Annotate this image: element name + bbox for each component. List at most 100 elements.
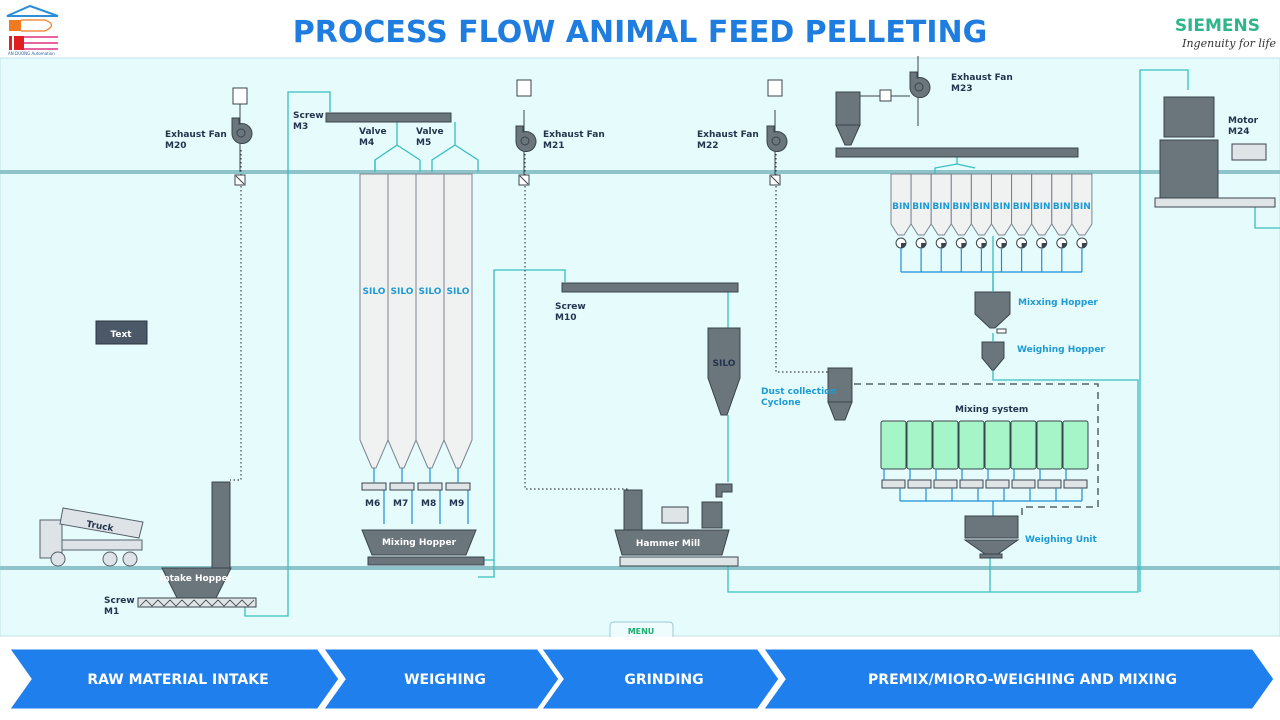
mixing-tank-8[interactable] — [1062, 420, 1089, 501]
nav-step-2[interactable]: WEIGHING — [319, 646, 562, 712]
svg-text:Hammer Mill: Hammer Mill — [636, 539, 700, 549]
bin-4[interactable]: BIN — [950, 173, 972, 272]
page-title: PROCESS FLOW ANIMAL FEED PELLETING — [293, 15, 988, 50]
svg-text:SILO: SILO — [419, 287, 442, 297]
nav-step-1[interactable]: RAW MATERIAL INTAKE — [5, 646, 342, 712]
weighing-unit[interactable] — [963, 515, 1020, 559]
svg-text:BIN: BIN — [952, 202, 970, 212]
bin-2[interactable]: BIN — [910, 173, 932, 272]
bin-1[interactable]: BIN — [890, 173, 912, 272]
screw-m3[interactable] — [325, 112, 452, 123]
svg-text:Exhaust Fan: Exhaust Fan — [951, 73, 1013, 83]
silo-right[interactable] — [707, 327, 741, 416]
cyclone-m23 — [835, 89, 910, 146]
mixing-tank-6[interactable] — [1010, 420, 1037, 501]
nav-step-3[interactable]: GRINDING — [537, 646, 782, 712]
mixing-tank-3[interactable] — [932, 420, 959, 501]
exhaust-fan-21[interactable] — [515, 79, 537, 186]
mixing-tank-2[interactable] — [906, 420, 933, 501]
svg-text:Screw: Screw — [293, 111, 324, 121]
svg-text:RAW MATERIAL INTAKE: RAW MATERIAL INTAKE — [87, 672, 268, 688]
svg-text:M22: M22 — [697, 141, 718, 151]
svg-text:WEIGHING: WEIGHING — [404, 672, 486, 688]
line-to-m24 — [1139, 69, 1280, 592]
svg-text:BIN: BIN — [1013, 202, 1031, 212]
dust-collection-cyclone[interactable] — [827, 367, 853, 421]
text-button[interactable]: Text — [95, 320, 148, 345]
silo-4[interactable]: SILO — [443, 173, 473, 491]
svg-text:M24: M24 — [1228, 127, 1249, 137]
mixing-tank-5[interactable] — [984, 420, 1011, 501]
svg-text:Cyclone: Cyclone — [761, 398, 801, 408]
menu-tab[interactable]: MENU — [609, 621, 674, 637]
siemens-tagline: Ingenuity for life — [1181, 37, 1276, 50]
siemens-logo: SIEMENS — [1175, 16, 1260, 36]
svg-text:M10: M10 — [555, 313, 576, 323]
mixing-hopper-right[interactable] — [974, 291, 1011, 329]
exhaust-fan-22[interactable] — [766, 79, 788, 186]
silo-1[interactable]: SILO — [359, 173, 389, 491]
bin-3[interactable]: BIN — [930, 173, 952, 272]
feeder-screw[interactable] — [445, 482, 471, 491]
silo-2[interactable]: SILO — [387, 173, 417, 491]
svg-text:BIN: BIN — [1053, 202, 1071, 212]
silo-3[interactable]: SILO — [415, 173, 445, 491]
svg-text:Motor: Motor — [1228, 116, 1259, 126]
svg-text:BIN: BIN — [973, 202, 991, 212]
exhaust-fan-20[interactable] — [231, 87, 253, 186]
mixing-tank-1[interactable] — [880, 420, 907, 501]
svg-text:Text: Text — [110, 330, 132, 340]
svg-text:M4: M4 — [359, 138, 374, 148]
mixing-hopper-left[interactable] — [361, 529, 477, 556]
bin-8[interactable]: BIN — [1031, 173, 1053, 272]
dust-line-m21 — [524, 150, 628, 490]
header-bar — [0, 0, 1280, 58]
feeder-screw[interactable] — [361, 482, 387, 491]
truck[interactable]: Truck — [39, 507, 144, 567]
svg-text:BIN: BIN — [892, 202, 910, 212]
svg-text:BIN: BIN — [1033, 202, 1051, 212]
svg-text:PREMIX/MIORO-WEIGHING AND MIXI: PREMIX/MIORO-WEIGHING AND MIXING — [868, 672, 1177, 688]
svg-text:Exhaust Fan: Exhaust Fan — [165, 130, 227, 140]
svg-text:Dust collection: Dust collection — [761, 387, 837, 397]
svg-text:M3: M3 — [293, 122, 308, 132]
svg-text:AN DUONG Automation: AN DUONG Automation — [8, 51, 55, 56]
nav-step-4[interactable]: PREMIX/MIORO-WEIGHING AND MIXING — [759, 646, 1277, 712]
bin-10[interactable]: BIN — [1071, 173, 1093, 272]
svg-text:M6: M6 — [365, 499, 380, 509]
svg-text:M21: M21 — [543, 141, 564, 151]
svg-text:Screw: Screw — [104, 596, 135, 606]
mixing-tank-7[interactable] — [1036, 420, 1063, 501]
svg-text:Valve: Valve — [416, 127, 444, 137]
svg-text:Screw: Screw — [555, 302, 586, 312]
screw-m10[interactable] — [561, 282, 739, 293]
bin-7[interactable]: BIN — [1011, 173, 1033, 272]
line-to-pellet — [727, 370, 1139, 593]
svg-text:Weighing Hopper: Weighing Hopper — [1017, 345, 1105, 355]
svg-text:Exhaust Fan: Exhaust Fan — [697, 130, 759, 140]
svg-text:GRINDING: GRINDING — [624, 672, 703, 688]
dust-line-m20 — [230, 150, 242, 481]
intake-elevator[interactable] — [211, 481, 231, 569]
company-logo: AN DUONG Automation — [6, 4, 59, 56]
line-m1-to-m3 — [244, 91, 331, 617]
feeder-drops — [383, 490, 469, 524]
svg-text:BIN: BIN — [1073, 202, 1091, 212]
mixing-tank-4[interactable] — [958, 420, 985, 501]
pellet-mill-m24[interactable] — [1154, 96, 1276, 208]
feeder-screw[interactable] — [389, 482, 415, 491]
svg-text:Mixing Hopper: Mixing Hopper — [382, 538, 457, 548]
hammer-mill[interactable]: Hammer Mill — [614, 483, 739, 567]
lower-floor-line — [0, 566, 1280, 570]
svg-text:SILO: SILO — [713, 359, 736, 369]
screw-bins[interactable] — [835, 147, 1079, 158]
svg-text:BIN: BIN — [932, 202, 950, 212]
svg-text:M5: M5 — [416, 138, 431, 148]
svg-text:Mixxing Hopper: Mixxing Hopper — [1018, 298, 1098, 308]
weighing-hopper[interactable] — [981, 341, 1005, 371]
svg-text:SILO: SILO — [391, 287, 414, 297]
feeder-screw[interactable] — [417, 482, 443, 491]
exhaust-fan-23[interactable] — [909, 56, 931, 126]
filter-icon — [232, 87, 248, 105]
